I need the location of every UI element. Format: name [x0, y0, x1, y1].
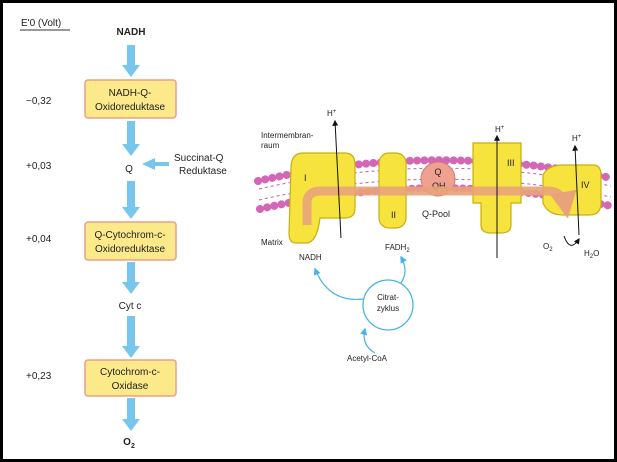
- complex-i: [289, 153, 355, 243]
- chain-arrow-3: [122, 181, 140, 219]
- q-label: Q: [125, 164, 133, 175]
- nadh-top-label: NADH: [117, 27, 146, 38]
- potential-2: +0,03: [26, 161, 52, 172]
- complex4-line2: Oxidase: [112, 381, 149, 392]
- membrane-diagram: I II Q QH2 Q-Pool III IV H+ H+ H+ O2 H2O…: [258, 109, 611, 363]
- acetyl-to-cycle-arrow: [364, 329, 375, 353]
- succinate-line1: Succinat-Q: [174, 153, 224, 164]
- q-pool-label: Q-Pool: [422, 209, 450, 219]
- chain-arrow-4: [122, 262, 140, 294]
- complex1-line1: NADH-Q-: [109, 88, 152, 99]
- cycle-to-nadh-arrow: [315, 269, 363, 299]
- proton-label-1: H+: [327, 109, 337, 118]
- chain-arrow-6: [122, 398, 140, 431]
- potential-3: +0,04: [26, 234, 52, 245]
- chain-arrow-2: [122, 121, 140, 156]
- nadh-label: NADH: [299, 253, 322, 262]
- complex3-line2: Oxidoreduktase: [95, 244, 165, 255]
- complex-ii-label: II: [391, 210, 396, 220]
- cytc-label: Cyt c: [119, 301, 142, 312]
- cycle-line2: zyklus: [377, 304, 399, 313]
- o2-bottom-label: O2: [123, 437, 135, 450]
- cycle-line1: Citrat-: [377, 293, 399, 302]
- proton-label-2: H+: [495, 125, 505, 134]
- chain-arrow-5: [122, 316, 140, 358]
- acetyl-coa-label: Acetyl-CoA: [347, 354, 388, 363]
- respiratory-chain-diagram: E'0 (Volt) NADH NADH-Q- Oxidoreduktase Q…: [3, 3, 614, 459]
- succinate-line2: Reduktase: [179, 166, 227, 177]
- fadh2-label: FADH2: [385, 243, 410, 254]
- cycle-to-fadh2-arrow: [401, 257, 405, 283]
- complex-i-label: I: [304, 173, 307, 183]
- proton-label-3: H+: [572, 134, 582, 143]
- potential-4: +0,23: [26, 371, 52, 382]
- h2o-label: H2O: [584, 249, 599, 260]
- potential-axis-label: E'0 (Volt): [21, 18, 61, 29]
- q-pool-q: Q: [434, 167, 441, 177]
- oxygen-arrow: [564, 236, 579, 245]
- complex4-line1: Cytochrom-c-: [100, 367, 160, 378]
- complex1-line2: Oxidoreduktase: [95, 102, 165, 113]
- complex-iii-label: III: [507, 158, 515, 168]
- matrix-label: Matrix: [261, 238, 283, 247]
- complex-iv-label: IV: [581, 180, 590, 190]
- intermembrane-line1: Intermembran-: [261, 131, 314, 140]
- complex3-line1: Q-Cytochrom-c-: [94, 230, 165, 241]
- o2-label: O2: [543, 242, 553, 253]
- chain-arrow-1: [122, 45, 140, 77]
- intermembrane-line2: raum: [261, 141, 280, 150]
- succinate-arrow: [142, 158, 169, 170]
- redox-chain: E'0 (Volt) NADH NADH-Q- Oxidoreduktase Q…: [20, 18, 227, 450]
- potential-1: −0,32: [26, 96, 52, 107]
